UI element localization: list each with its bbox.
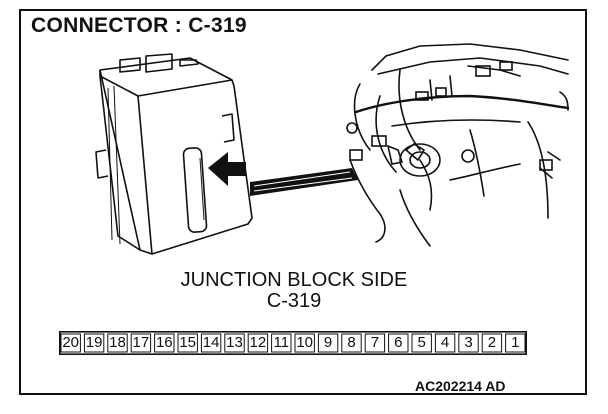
pin-number: 2 bbox=[487, 334, 497, 351]
pin-cell bbox=[271, 333, 292, 353]
pin-cell bbox=[247, 333, 269, 353]
pin-number: 14 bbox=[202, 334, 220, 351]
pin-cell bbox=[388, 333, 409, 353]
caption-line-1: JUNCTION BLOCK SIDE bbox=[180, 269, 408, 291]
pin-cell bbox=[107, 333, 128, 353]
junction-block-side-caption: JUNCTION BLOCK SIDE C-319 bbox=[0, 270, 608, 312]
pin-number: 7 bbox=[370, 334, 380, 351]
pin-cell bbox=[411, 333, 432, 353]
pin-cell bbox=[434, 333, 456, 353]
pin-cell bbox=[294, 333, 315, 353]
pin-cell bbox=[505, 333, 526, 353]
pin-cell bbox=[224, 333, 245, 353]
pin-cell bbox=[177, 333, 198, 353]
pin-number: 9 bbox=[323, 334, 333, 351]
pin-number: 13 bbox=[226, 334, 243, 351]
pin-cell bbox=[154, 333, 175, 353]
pin-number: 20 bbox=[62, 334, 80, 351]
pin-cell bbox=[60, 333, 81, 353]
pin-number: 11 bbox=[273, 334, 290, 351]
pin-cell bbox=[364, 333, 386, 353]
pin-number: 10 bbox=[296, 334, 314, 351]
pin-number: 1 bbox=[511, 334, 520, 351]
pin-number: 4 bbox=[440, 334, 450, 351]
pin-number: 16 bbox=[155, 334, 173, 351]
pin-cell bbox=[130, 333, 152, 353]
pin-cell bbox=[200, 333, 222, 353]
pin-cell bbox=[83, 333, 105, 353]
figure-code: AC202214 AD bbox=[415, 378, 506, 394]
pointer-arrow bbox=[208, 152, 358, 196]
caption-line-2: C-319 bbox=[266, 290, 322, 312]
pin-number: 3 bbox=[464, 334, 473, 351]
pin-cell bbox=[341, 333, 362, 353]
junction-block bbox=[95, 53, 253, 255]
pin-number: 12 bbox=[249, 334, 267, 351]
pin-number: 17 bbox=[132, 334, 150, 351]
connector-outline bbox=[59, 331, 527, 355]
wiring-harness bbox=[346, 43, 570, 247]
pin-number: 19 bbox=[85, 334, 103, 351]
pin-number: 8 bbox=[347, 334, 356, 351]
pin-number: 6 bbox=[394, 334, 403, 351]
pin-number: 18 bbox=[109, 334, 126, 351]
pin-cell bbox=[481, 333, 503, 353]
pin-number: 15 bbox=[179, 334, 197, 351]
connector-housing bbox=[59, 331, 527, 355]
pin-cell bbox=[317, 333, 339, 353]
pin-cell bbox=[458, 333, 479, 353]
pin-number: 5 bbox=[417, 334, 426, 351]
connector-title: CONNECTOR : C-319 bbox=[31, 14, 247, 37]
